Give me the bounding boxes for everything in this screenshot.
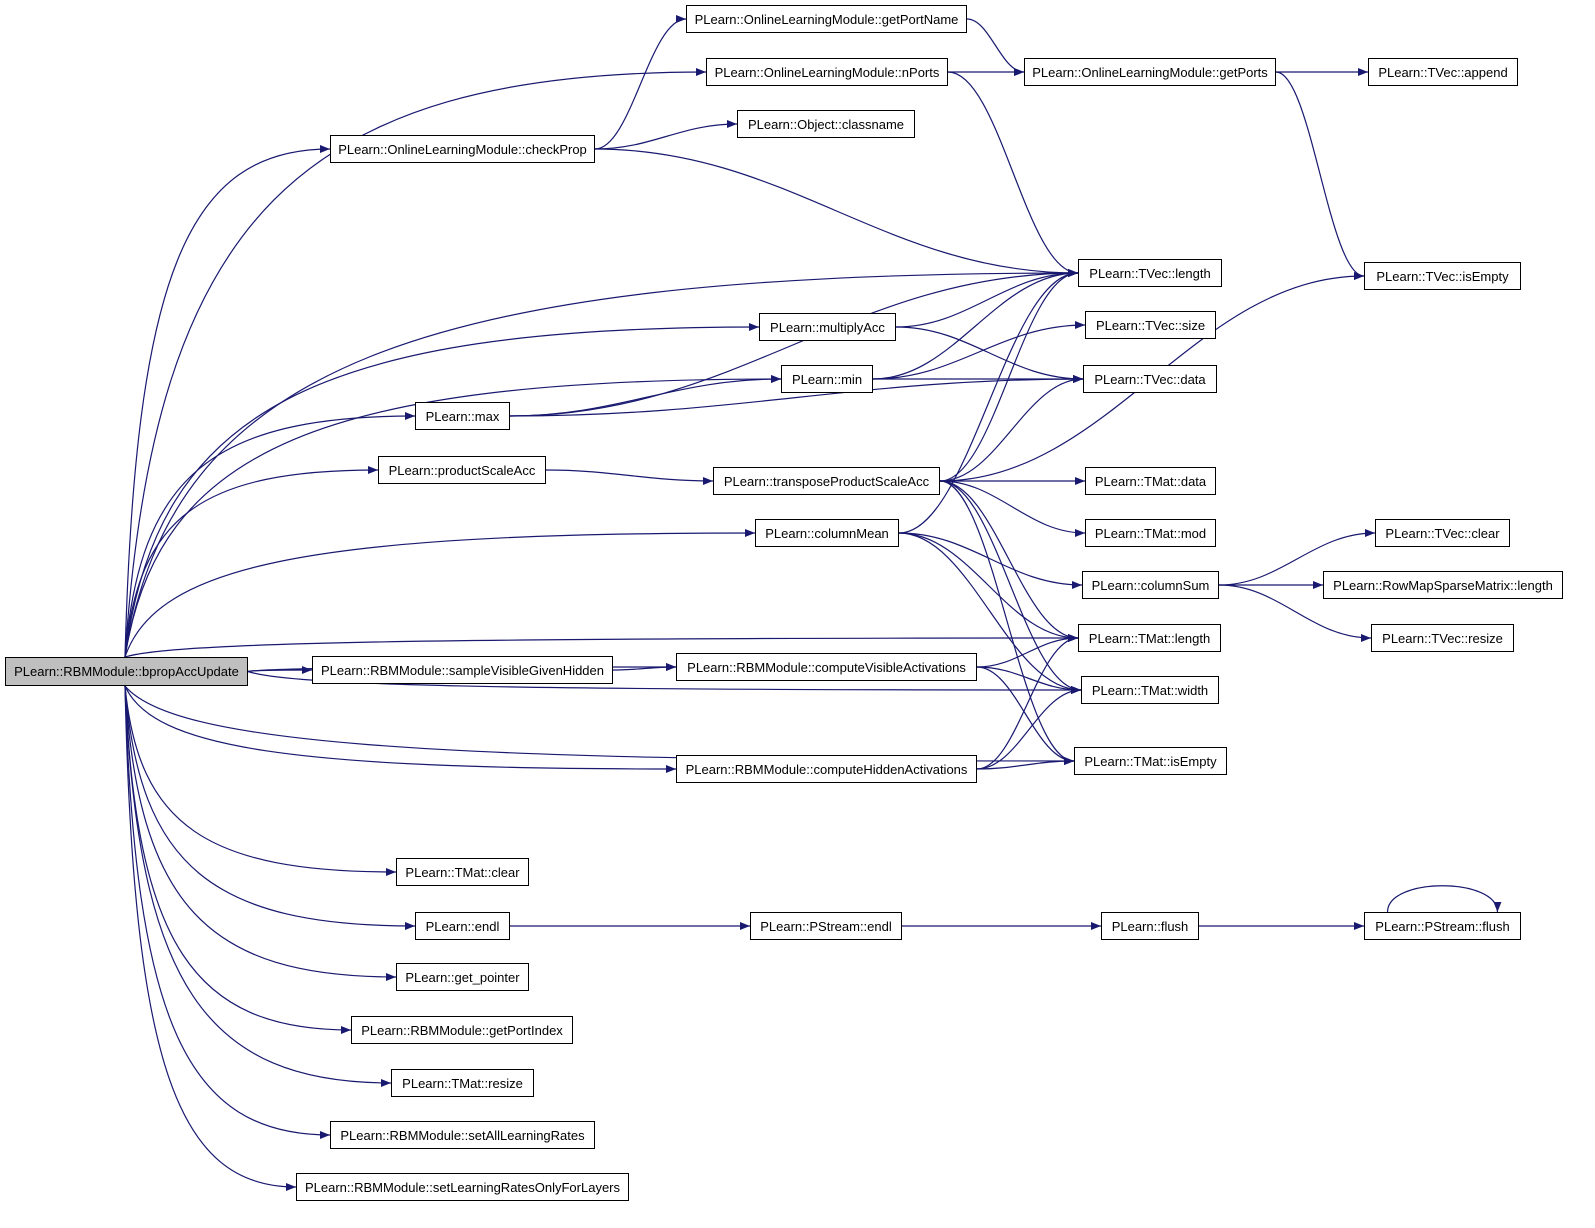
edge-root-to-tmatIsEmpty — [124, 685, 1075, 765]
node-pstreamFlush[interactable]: PLearn::PStream::flush — [1364, 912, 1521, 940]
edge-computeVisible-to-tmatLength — [976, 634, 1079, 668]
edge-computeHidden-to-tmatWidth — [976, 686, 1082, 770]
node-getPortName[interactable]: PLearn::OnlineLearningModule::getPortNam… — [686, 5, 967, 33]
node-endl[interactable]: PLearn::endl — [415, 912, 510, 940]
node-multiplyAcc[interactable]: PLearn::multiplyAcc — [759, 313, 896, 341]
edge-root-to-computeHidden — [124, 685, 677, 773]
edge-columnMean-to-columnSum — [898, 532, 1083, 589]
edge-transposeProductScaleAcc-to-tvecLength — [939, 269, 1079, 482]
edge-root-to-min — [124, 375, 782, 658]
node-getPortIndex[interactable]: PLearn::RBMModule::getPortIndex — [351, 1016, 573, 1044]
node-tmatResize[interactable]: PLearn::TMat::resize — [391, 1069, 534, 1097]
node-productScaleAcc[interactable]: PLearn::productScaleAcc — [378, 456, 546, 484]
node-nPorts[interactable]: PLearn::OnlineLearningModule::nPorts — [706, 58, 948, 86]
node-tvecSize[interactable]: PLearn::TVec::size — [1085, 311, 1216, 339]
node-getPorts[interactable]: PLearn::OnlineLearningModule::getPorts — [1024, 58, 1276, 86]
node-root[interactable]: PLearn::RBMModule::bpropAccUpdate — [5, 657, 248, 686]
edge-root-to-endl — [124, 685, 416, 930]
node-tmatLength[interactable]: PLearn::TMat::length — [1078, 624, 1221, 652]
edge-columnMean-to-tvecLength — [898, 269, 1079, 534]
edge-root-to-tmatResize — [124, 685, 392, 1087]
edge-getPorts-to-tvecIsEmpty — [1275, 71, 1365, 280]
edge-min-to-tvecLength — [872, 269, 1079, 380]
node-tvecData[interactable]: PLearn::TVec::data — [1083, 365, 1217, 393]
node-tmatData[interactable]: PLearn::TMat::data — [1085, 467, 1216, 495]
edge-max-to-tvecData — [509, 375, 1084, 417]
node-flush[interactable]: PLearn::flush — [1101, 912, 1199, 940]
edge-root-to-tvecLength — [124, 269, 1079, 658]
edge-root-to-productScaleAcc — [124, 466, 379, 658]
edge-multiplyAcc-to-tvecLength — [895, 269, 1079, 328]
edge-root-to-sampleVisible — [247, 666, 313, 675]
edge-root-to-columnMean — [124, 529, 756, 658]
node-computeVisible[interactable]: PLearn::RBMModule::computeVisibleActivat… — [676, 653, 977, 681]
edge-root-to-setAllLR — [124, 685, 331, 1139]
edge-transposeProductScaleAcc-to-tmatLength — [939, 480, 1079, 642]
edge-checkProp-to-classname — [594, 120, 738, 150]
node-pstreamEndl[interactable]: PLearn::PStream::endl — [750, 912, 902, 940]
node-tvecClear[interactable]: PLearn::TVec::clear — [1375, 519, 1510, 547]
edge-root-to-tmatLength — [124, 634, 1079, 658]
edge-root-to-checkProp — [124, 145, 331, 658]
node-setAllLR[interactable]: PLearn::RBMModule::setAllLearningRates — [330, 1121, 595, 1149]
edge-columnMean-to-tmatLength — [898, 532, 1079, 642]
node-classname[interactable]: PLearn::Object::classname — [737, 110, 915, 138]
edge-root-to-tmatWidth — [247, 670, 1082, 694]
edge-pstreamFlush-to-pstreamFlush — [1386, 885, 1502, 913]
node-tvecIsEmpty[interactable]: PLearn::TVec::isEmpty — [1364, 262, 1521, 290]
edge-sampleVisible-to-computeVisible — [612, 663, 677, 672]
node-rowMapLength[interactable]: PLearn::RowMapSparseMatrix::length — [1323, 571, 1563, 599]
edge-columnSum-to-tvecClear — [1218, 529, 1376, 586]
node-tvecLength[interactable]: PLearn::TVec::length — [1078, 259, 1222, 287]
node-columnMean[interactable]: PLearn::columnMean — [755, 519, 899, 547]
node-tvecAppend[interactable]: PLearn::TVec::append — [1368, 58, 1518, 86]
node-sampleVisible[interactable]: PLearn::RBMModule::sampleVisibleGivenHid… — [312, 656, 613, 684]
edge-nPorts-to-tvecLength — [947, 71, 1079, 277]
edge-transposeProductScaleAcc-to-tvecData — [939, 375, 1084, 482]
node-transposeProductScaleAcc[interactable]: PLearn::transposeProductScaleAcc — [713, 467, 940, 495]
edge-min-to-tvecSize — [872, 321, 1086, 380]
edge-checkProp-to-tvecLength — [594, 148, 1079, 277]
node-tmatMod[interactable]: PLearn::TMat::mod — [1085, 519, 1216, 547]
edge-computeHidden-to-tmatIsEmpty — [976, 757, 1075, 770]
edge-transposeProductScaleAcc-to-tmatMod — [939, 480, 1086, 537]
node-tmatIsEmpty[interactable]: PLearn::TMat::isEmpty — [1074, 747, 1227, 775]
node-max[interactable]: PLearn::max — [415, 402, 510, 430]
edge-root-to-nPorts — [124, 68, 707, 658]
edge-columnMean-to-tmatWidth — [898, 532, 1082, 694]
edge-productScaleAcc-to-transposeProductScaleAcc — [545, 469, 714, 485]
edge-max-to-min — [509, 375, 782, 417]
node-getPointer[interactable]: PLearn::get_pointer — [396, 963, 529, 991]
node-computeHidden[interactable]: PLearn::RBMModule::computeHiddenActivati… — [676, 755, 977, 783]
edge-max-to-tvecLength — [509, 269, 1079, 417]
edge-computeVisible-to-tmatWidth — [976, 666, 1082, 694]
edge-transposeProductScaleAcc-to-tmatWidth — [939, 480, 1082, 694]
node-columnSum[interactable]: PLearn::columnSum — [1082, 571, 1219, 599]
edge-root-to-setLROnly — [124, 685, 297, 1191]
node-tvecResize[interactable]: PLearn::TVec::resize — [1371, 624, 1514, 652]
edge-computeVisible-to-tmatIsEmpty — [976, 666, 1075, 765]
edge-checkProp-to-getPortName — [594, 15, 687, 150]
edge-root-to-max — [124, 412, 416, 658]
node-setLROnly[interactable]: PLearn::RBMModule::setLearningRatesOnlyF… — [296, 1173, 629, 1201]
node-tmatClear[interactable]: PLearn::TMat::clear — [396, 858, 529, 886]
node-checkProp[interactable]: PLearn::OnlineLearningModule::checkProp — [330, 135, 595, 163]
node-tmatWidth[interactable]: PLearn::TMat::width — [1081, 676, 1219, 704]
edge-computeHidden-to-tmatLength — [976, 634, 1079, 770]
node-min[interactable]: PLearn::min — [781, 365, 873, 393]
edge-transposeProductScaleAcc-to-tmatIsEmpty — [939, 480, 1075, 765]
edge-root-to-getPointer — [124, 685, 397, 981]
edge-root-to-multiplyAcc — [124, 323, 760, 658]
edge-root-to-tmatClear — [124, 685, 397, 876]
edge-getPortName-to-getPorts — [966, 18, 1025, 76]
edge-columnSum-to-tvecResize — [1218, 584, 1372, 642]
edge-multiplyAcc-to-tvecData — [895, 326, 1084, 383]
